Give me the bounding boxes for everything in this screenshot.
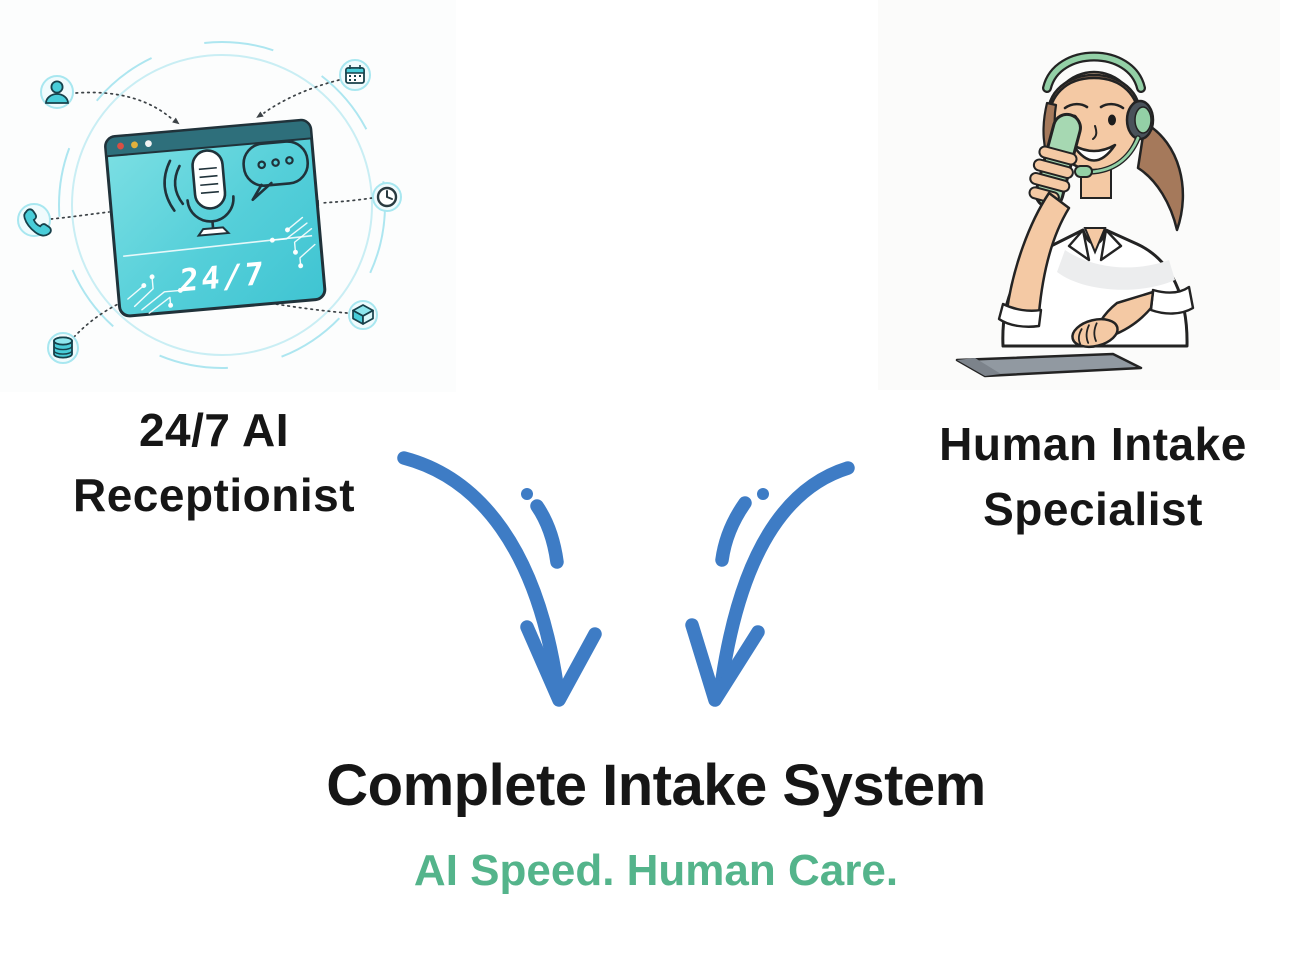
ponytail bbox=[1136, 121, 1185, 232]
package-icon bbox=[348, 300, 378, 330]
collar-right bbox=[1099, 228, 1123, 262]
keyboard-edge bbox=[957, 358, 1001, 376]
calendar-icon bbox=[339, 59, 371, 91]
circuit-pattern-left bbox=[127, 274, 183, 314]
eyebrow-left bbox=[1063, 102, 1089, 110]
smile bbox=[1071, 143, 1117, 162]
hand-on-phone bbox=[1028, 145, 1078, 205]
ai-receptionist-illustration: 24/7 bbox=[17, 41, 402, 369]
left-sleeve-cuff bbox=[997, 302, 1043, 328]
orbit-ring bbox=[71, 54, 373, 356]
speech-bubble-icon bbox=[242, 140, 310, 202]
left-title-line1: 24/7 AI bbox=[138, 404, 290, 456]
right-hand bbox=[1071, 317, 1119, 349]
traffic-light-red bbox=[117, 142, 124, 150]
headset-band-green bbox=[1044, 53, 1144, 91]
merge-arrows bbox=[397, 451, 855, 707]
left-title: 24/7 AI Receptionist bbox=[18, 398, 410, 528]
headset-earcup-pad bbox=[1134, 106, 1152, 134]
right-title-line1: Human Intake bbox=[939, 418, 1247, 470]
traffic-light-yellow bbox=[131, 141, 138, 149]
collar-left bbox=[1067, 228, 1091, 262]
right-arrow bbox=[685, 461, 855, 707]
nose bbox=[1092, 125, 1098, 140]
window-titlebar bbox=[104, 119, 313, 158]
right-sleeve-cuff bbox=[1149, 285, 1195, 315]
human-specialist-illustration bbox=[955, 51, 1195, 378]
right-title-line2: Specialist bbox=[983, 483, 1203, 535]
clock-icon bbox=[372, 182, 402, 212]
footer-subtitle: AI Speed. Human Care. bbox=[413, 846, 899, 895]
mic-tip bbox=[1074, 165, 1093, 178]
microphone-icon bbox=[163, 149, 235, 237]
eye-right bbox=[1108, 114, 1116, 126]
traffic-light-white bbox=[145, 140, 152, 148]
eyebrow-right bbox=[1099, 102, 1125, 110]
right-title: Human Intake Specialist bbox=[893, 412, 1293, 542]
footer-title: Complete Intake System bbox=[326, 753, 986, 818]
left-arrow bbox=[397, 451, 602, 707]
shirt-shading bbox=[1057, 250, 1175, 290]
database-icon bbox=[47, 332, 79, 364]
neckline bbox=[1083, 227, 1107, 255]
user-icon bbox=[40, 75, 74, 109]
circuit-pattern-right bbox=[269, 216, 316, 269]
ai-browser-window: 24/7 bbox=[104, 118, 327, 318]
mic-boom-green bbox=[1088, 136, 1140, 174]
left-title-line2: Receptionist bbox=[72, 469, 356, 521]
phone-icon bbox=[17, 203, 52, 237]
left-forearm bbox=[1005, 191, 1071, 315]
badge-24-7: 24/7 bbox=[179, 256, 267, 300]
